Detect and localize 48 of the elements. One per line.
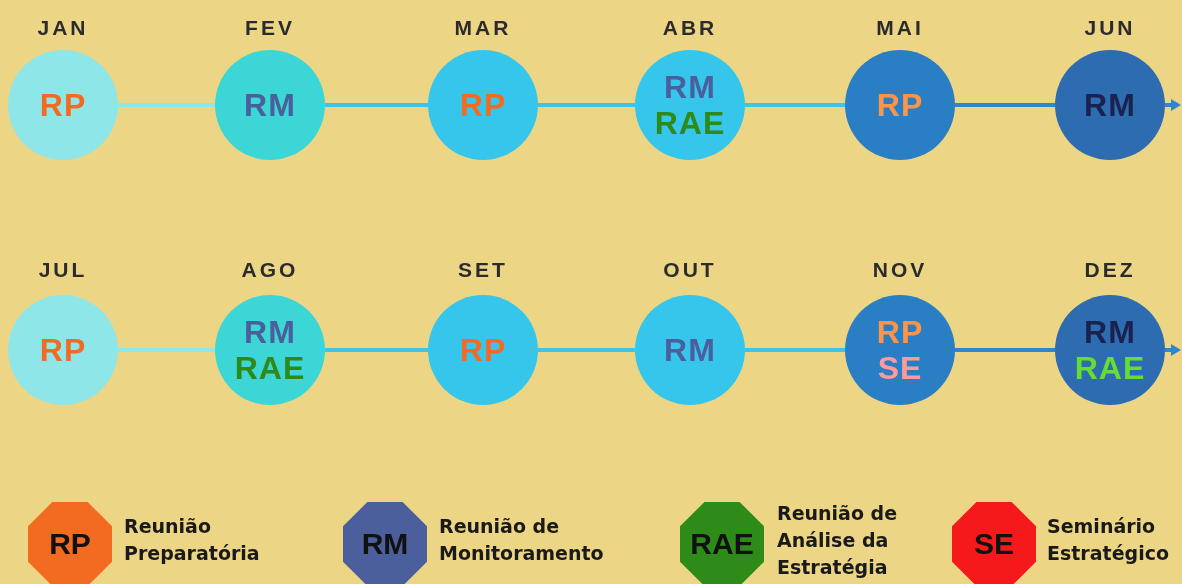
legend-code: RP (49, 529, 91, 559)
legend-text: Reunião de Análise da Estratégia (777, 500, 899, 580)
meeting-code: RP (876, 87, 924, 123)
legend-code: SE (974, 529, 1014, 559)
connector-line (745, 103, 845, 107)
meeting-code: RAE (1074, 350, 1146, 386)
meeting-code: RM (1084, 87, 1136, 123)
legend-code: RAE (690, 529, 754, 559)
meeting-code: RM (1084, 314, 1136, 350)
connector-line (118, 348, 215, 352)
month-label: SET (457, 257, 509, 283)
meeting-code: RM (664, 332, 716, 368)
meeting-code: RM (244, 314, 296, 350)
connector-line (325, 103, 428, 107)
month-label: OUT (662, 257, 718, 283)
month-label: NOV (871, 257, 929, 283)
month-label: AGO (240, 257, 300, 283)
arrow (1165, 344, 1181, 356)
connector-line (118, 103, 215, 107)
legend-text: Reunião de Monitoramento (439, 514, 605, 566)
connector-line (538, 348, 635, 352)
month-label: JUN (1083, 15, 1137, 41)
meeting-code: RM (244, 87, 296, 123)
month-label: JUL (37, 257, 89, 283)
month-label: ABR (661, 15, 719, 41)
meeting-code: RP (39, 332, 87, 368)
connector-line (955, 103, 1055, 107)
meeting-code: RAE (654, 105, 726, 141)
connector-line (745, 348, 845, 352)
meeting-code: RP (876, 314, 924, 350)
legend-code: RM (361, 529, 409, 559)
meeting-code: RM (664, 69, 716, 105)
connector-line (538, 103, 635, 107)
month-label: MAI (875, 15, 925, 41)
arrow (1165, 99, 1181, 111)
meeting-code: RAE (234, 350, 306, 386)
meeting-code: RP (459, 332, 507, 368)
meeting-code: RP (39, 87, 87, 123)
month-label: DEZ (1083, 257, 1137, 283)
meeting-code: RP (459, 87, 507, 123)
meeting-code: SE (877, 350, 923, 386)
legend-text: Seminário Estratégico (1047, 514, 1170, 566)
connector-line (325, 348, 428, 352)
connector-line (955, 348, 1055, 352)
legend-text: Reunião Preparatória (124, 514, 261, 566)
month-label: FEV (244, 15, 296, 41)
month-label: MAR (453, 15, 513, 41)
month-label: JAN (36, 15, 90, 41)
